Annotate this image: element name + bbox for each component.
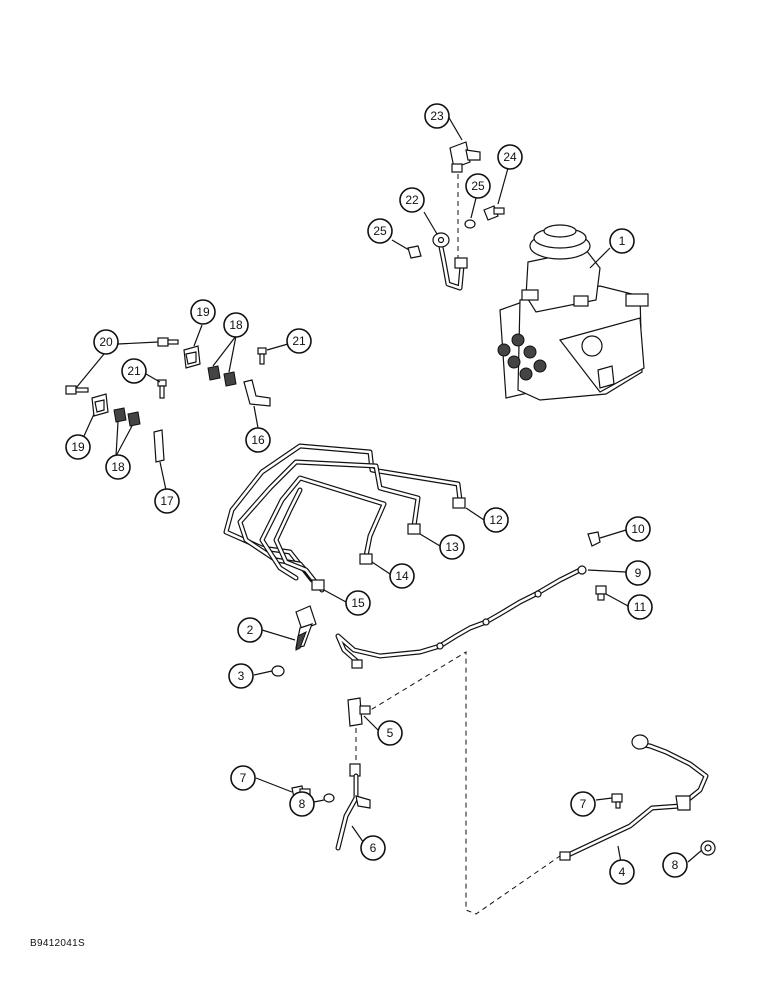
callout-label: 6 (370, 841, 377, 855)
injector (271, 605, 317, 677)
callout-label: 13 (445, 540, 459, 554)
injection-line-set (223, 443, 466, 593)
callout-21: 21 (121, 358, 147, 384)
callout-7: 7 (570, 791, 596, 817)
callout-label: 19 (71, 440, 85, 454)
callout-label: 3 (238, 669, 245, 683)
callout-label: 11 (634, 600, 647, 614)
callout-label: 14 (395, 569, 409, 583)
callout-label: 8 (299, 797, 306, 811)
callout-23: 23 (424, 103, 450, 129)
callout-8: 8 (662, 852, 688, 878)
callout-10: 10 (625, 516, 651, 542)
callout-label: 4 (619, 865, 626, 879)
callout-21: 21 (286, 328, 312, 354)
callout-15: 15 (345, 590, 371, 616)
callout-label: 22 (405, 193, 419, 207)
leader-lines (75, 115, 703, 869)
callouts: 23 24 25 22 25 1 19 18 20 21 21 19 18 16… (65, 103, 688, 885)
callout-label: 25 (373, 224, 387, 238)
callout-6: 6 (360, 835, 386, 861)
callout-9: 9 (625, 560, 651, 586)
fuel-supply-line (559, 734, 716, 861)
callout-1: 1 (609, 228, 635, 254)
leak-off-line (335, 531, 607, 669)
callout-label: 7 (240, 771, 247, 785)
callout-label: 1 (619, 234, 626, 248)
callout-14: 14 (389, 563, 415, 589)
clamp-hardware (65, 337, 271, 463)
elbow-fitting-23 (449, 141, 481, 173)
callout-11: 11 (627, 594, 653, 620)
callout-22: 22 (399, 187, 425, 213)
callout-13: 13 (439, 534, 465, 560)
callout-label: 18 (229, 318, 243, 332)
callout-25: 25 (465, 173, 491, 199)
injection-pump (497, 224, 649, 401)
callout-label: 17 (160, 494, 174, 508)
callout-19: 19 (65, 434, 91, 460)
callout-2: 2 (237, 617, 263, 643)
callout-label: 5 (387, 726, 394, 740)
callout-4: 4 (609, 859, 635, 885)
callout-24: 24 (497, 144, 523, 170)
callout-label: 12 (489, 513, 503, 527)
callout-label: 7 (580, 797, 587, 811)
figure-code: B9412041S (30, 938, 85, 949)
callout-16: 16 (245, 427, 271, 453)
callout-18: 18 (105, 454, 131, 480)
callout-label: 25 (471, 179, 485, 193)
callout-label: 19 (196, 305, 210, 319)
callout-label: 9 (635, 566, 642, 580)
callout-label: 23 (430, 109, 444, 123)
return-fitting-assembly (407, 141, 505, 291)
callout-8: 8 (289, 791, 315, 817)
callout-25: 25 (367, 218, 393, 244)
callout-19: 19 (190, 299, 216, 325)
callout-label: 18 (111, 460, 125, 474)
callout-5: 5 (377, 720, 403, 746)
tee-fitting-assembly (291, 651, 561, 915)
callout-label: 2 (247, 623, 254, 637)
callout-7: 7 (230, 765, 256, 791)
callout-17: 17 (154, 488, 180, 514)
callout-12: 12 (483, 507, 509, 533)
callout-label: 20 (99, 335, 113, 349)
callout-label: 15 (351, 596, 365, 610)
callout-label: 21 (292, 334, 306, 348)
callout-18: 18 (223, 312, 249, 338)
callout-20: 20 (93, 329, 119, 355)
callout-3: 3 (228, 663, 254, 689)
callout-label: 16 (251, 433, 265, 447)
callout-label: 10 (631, 522, 645, 536)
callout-label: 24 (503, 150, 517, 164)
callout-label: 21 (127, 364, 141, 378)
callout-label: 8 (672, 858, 679, 872)
